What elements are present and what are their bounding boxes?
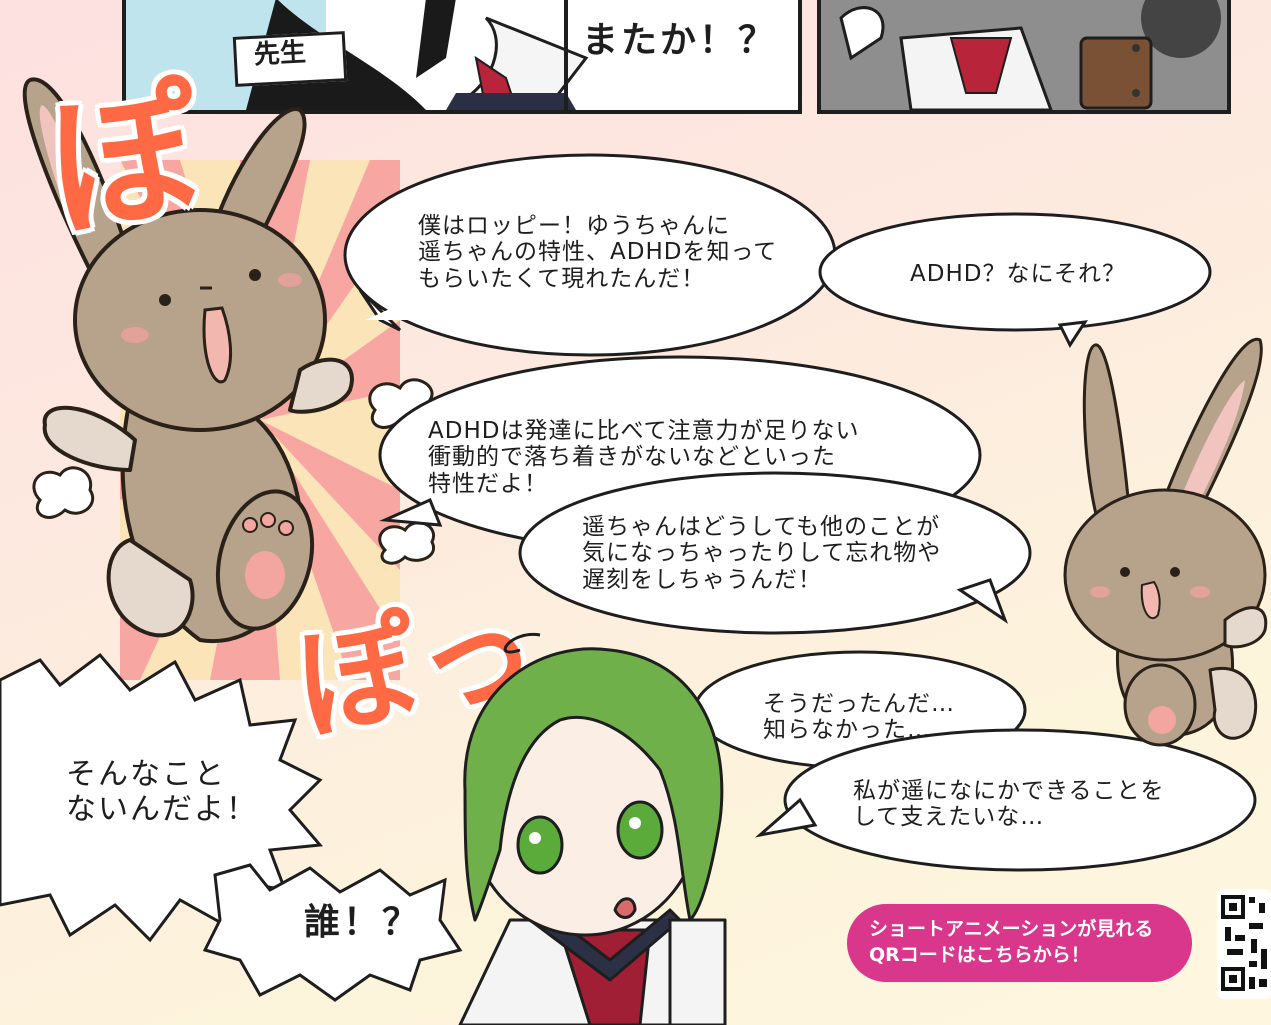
- qr-cta-line2: QRコードはこちらから！: [869, 944, 1090, 966]
- qr-cta-line1: ショートアニメーションが見れる: [869, 918, 1154, 941]
- bubble-line: 遅刻をしちゃうんだ！: [582, 566, 822, 593]
- bubble-line: ADHDは発達に比べて注意力が足りない: [428, 418, 860, 444]
- top-panel-left: 先生 またか！？: [122, 0, 802, 114]
- top-panel-left-art: [126, 0, 589, 110]
- bubble-line: 私が遥になにかできることを: [853, 778, 1165, 804]
- qr-code[interactable]: [1217, 889, 1271, 999]
- bubble-line: そんなこと: [66, 757, 226, 792]
- bubble-line: 特性だよ！: [428, 470, 548, 497]
- top-panel-right-art: [821, 0, 1227, 110]
- bubble-realize: そうだったんだ… 知らなかった…: [763, 691, 955, 744]
- bubble-line: 知らなかった…: [763, 717, 931, 744]
- bubble-line: して支えたいな…: [853, 804, 1045, 831]
- bubble-line: 僕はロッピー！ゆうちゃんに: [418, 213, 730, 239]
- bubble-who: 誰！？: [304, 902, 422, 943]
- bubble-question: ADHD？なにそれ？: [910, 261, 1126, 287]
- green-haired-girl: [458, 632, 727, 1025]
- bubble-denial: そんなこと ないんだよ！: [66, 757, 258, 827]
- bubble-line: ないんだよ！: [66, 791, 258, 827]
- qr-cta-button[interactable]: ショートアニメーションが見れる QRコードはこちらから！: [847, 904, 1192, 982]
- bubble-line: 遥ちゃんはどうしても他のことが: [582, 514, 941, 540]
- bubble-line: 遥ちゃんの特性、ADHDを知って: [418, 239, 778, 266]
- roppy-bunny-small: [1063, 337, 1268, 747]
- exclaim-text: またか！？: [582, 20, 778, 61]
- bubble-line: 気になっちゃったりして忘れ物や: [582, 540, 942, 567]
- bubble-line: 衝動的で落ち着きがないなどといった: [428, 444, 836, 471]
- bubble-line: そうだったんだ…: [763, 691, 955, 717]
- bubble-explain: ADHDは発達に比べて注意力が足りない 衝動的で落ち着きがないなどといった 特性…: [428, 418, 860, 497]
- qr-code-icon: [1221, 895, 1267, 991]
- bubble-support: 私が遥になにかできることを して支えたいな…: [853, 778, 1165, 831]
- roppy-bunny-large: [22, 77, 436, 644]
- top-panel-right: [817, 0, 1231, 114]
- bubble-explain2: 遥ちゃんはどうしても他のことが 気になっちゃったりして忘れ物や 遅刻をしちゃうん…: [582, 514, 941, 593]
- bubble-roppy-intro: 僕はロッピー！ゆうちゃんに 遥ちゃんの特性、ADHDを知って もらいたくて現れた…: [418, 213, 777, 292]
- bubble-line: もらいたくて現れたんだ！: [418, 265, 706, 292]
